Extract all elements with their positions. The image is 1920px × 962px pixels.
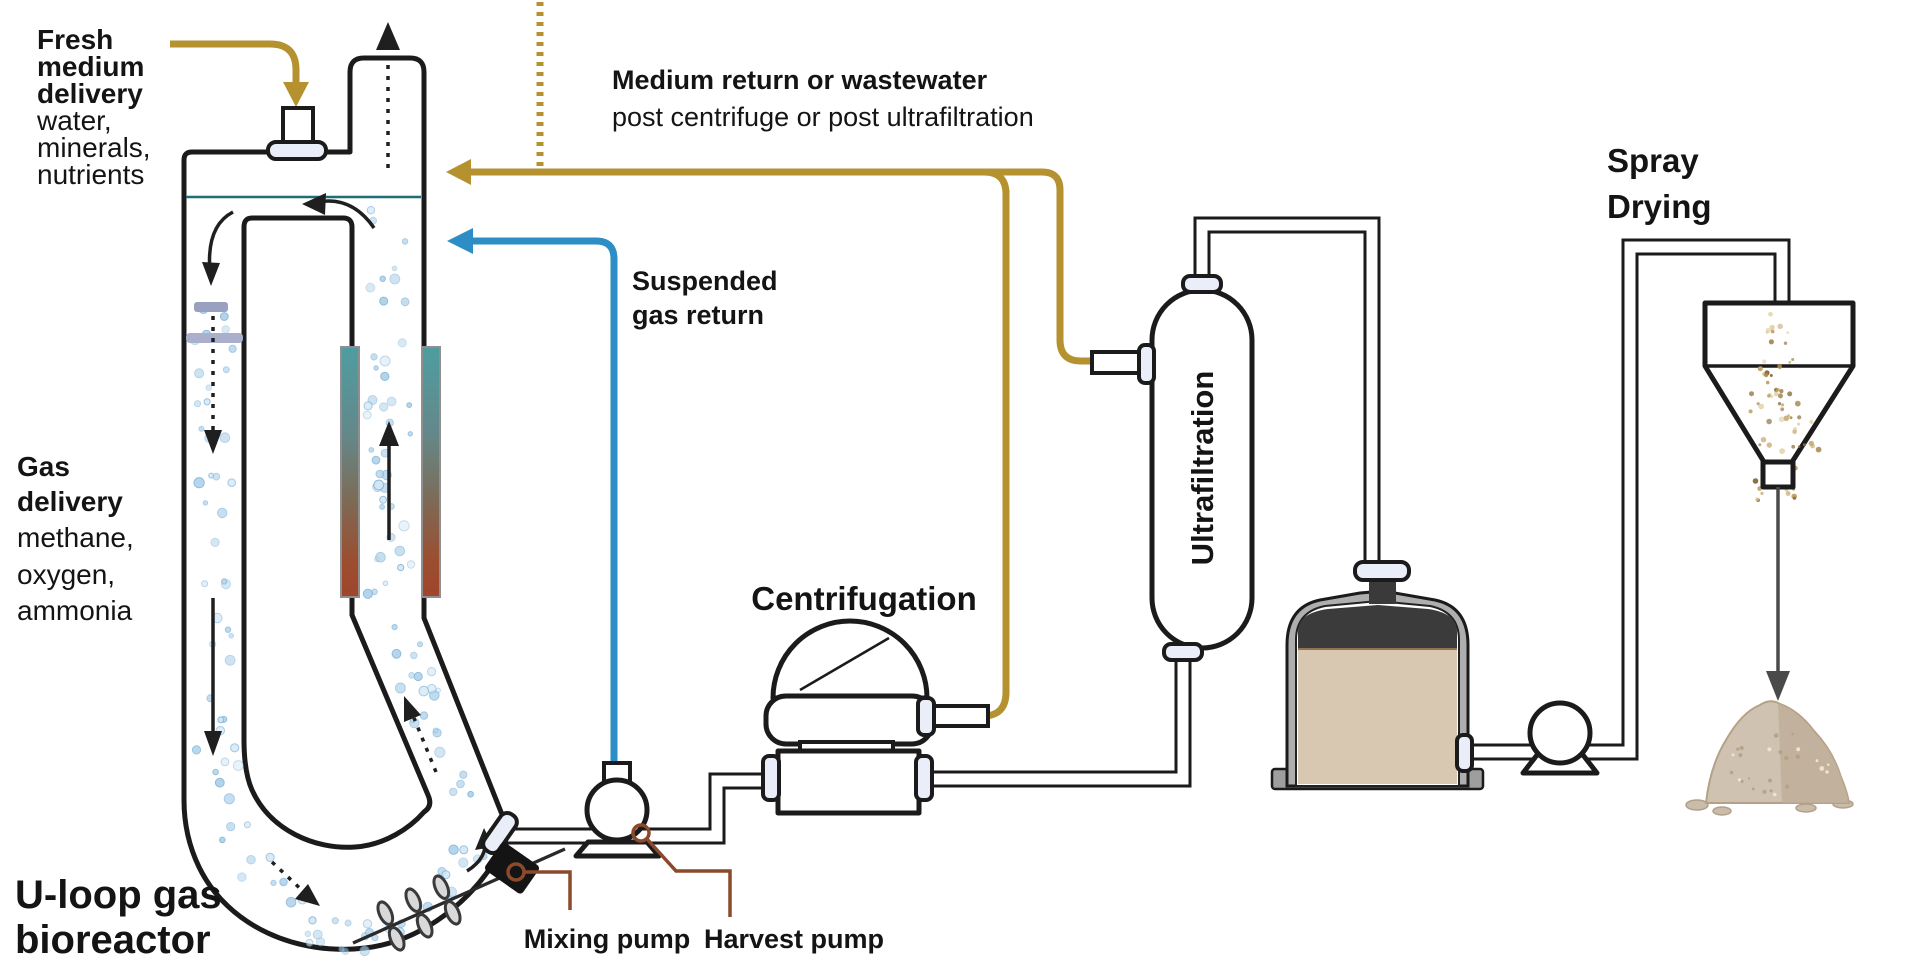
tank-liquid bbox=[1298, 649, 1457, 784]
harvest-pump-marker bbox=[631, 823, 651, 843]
u-loop-reactor bbox=[181, 22, 566, 957]
powder-pile bbox=[1685, 700, 1854, 816]
medium-return-label: Medium return or wastewater post centrif… bbox=[612, 65, 1034, 132]
centrifuge bbox=[761, 618, 990, 816]
uf-permeate-stub bbox=[1090, 350, 1142, 375]
transfer-pump bbox=[1520, 700, 1600, 776]
tank-headspace bbox=[1298, 605, 1457, 649]
suspended-gas-arrowhead bbox=[447, 228, 473, 254]
heat-exchanger-bars bbox=[340, 346, 441, 598]
harvest-pump-label: Harvest pump bbox=[704, 924, 884, 954]
process-piping bbox=[502, 216, 1791, 845]
centrifuge-return-line bbox=[982, 190, 1010, 720]
fresh-medium-arrowhead bbox=[283, 82, 309, 107]
reactor-outlet-flange bbox=[481, 810, 519, 856]
medium-return-arrowhead bbox=[446, 159, 471, 185]
spray-dryer bbox=[1702, 300, 1856, 701]
dryer-outlet bbox=[1760, 459, 1796, 490]
diagram-labels: Fresh medium delivery water, minerals, n… bbox=[15, 24, 1712, 962]
harvest-pump-body bbox=[584, 777, 650, 843]
heat-exchanger-left bbox=[340, 346, 360, 598]
fresh-medium-label: Fresh medium delivery water, minerals, n… bbox=[36, 24, 158, 190]
suspended-gas-label: Suspended gas return bbox=[632, 266, 785, 330]
pump-callouts bbox=[506, 823, 732, 917]
spray-drying-label: Spray Drying bbox=[1607, 142, 1712, 225]
ultrafiltration-vessel: Ultrafiltration bbox=[1090, 274, 1255, 662]
mixer-impeller bbox=[376, 874, 462, 952]
mixing-pump-label: Mixing pump bbox=[524, 924, 690, 954]
u-bend-flow-arrow bbox=[270, 860, 308, 896]
heat-exchanger-right bbox=[421, 346, 441, 598]
medium-inlet-port bbox=[266, 106, 328, 161]
transfer-pump-body bbox=[1527, 700, 1593, 766]
flow-arrows bbox=[202, 22, 493, 906]
mixing-pump-motor bbox=[484, 842, 540, 894]
centrifuge-body bbox=[775, 748, 922, 816]
uf-return-line bbox=[470, 168, 1092, 365]
ultrafiltration-label: Ultrafiltration bbox=[1185, 371, 1220, 566]
u-loop-label: U-loop gas bioreactor bbox=[15, 873, 233, 962]
harvest-pump bbox=[573, 761, 662, 859]
gas-delivery-label: Gas delivery methane, oxygen, ammonia bbox=[17, 451, 142, 626]
storage-tank bbox=[1270, 560, 1485, 791]
mixing-pump-marker bbox=[506, 862, 526, 882]
centrifuge-outlet-stub bbox=[930, 704, 990, 728]
centrifugation-label: Centrifugation bbox=[751, 580, 976, 617]
centrifuge-collar bbox=[763, 693, 935, 747]
fresh-medium-line bbox=[170, 40, 300, 84]
suspended-gas-line bbox=[447, 228, 618, 761]
